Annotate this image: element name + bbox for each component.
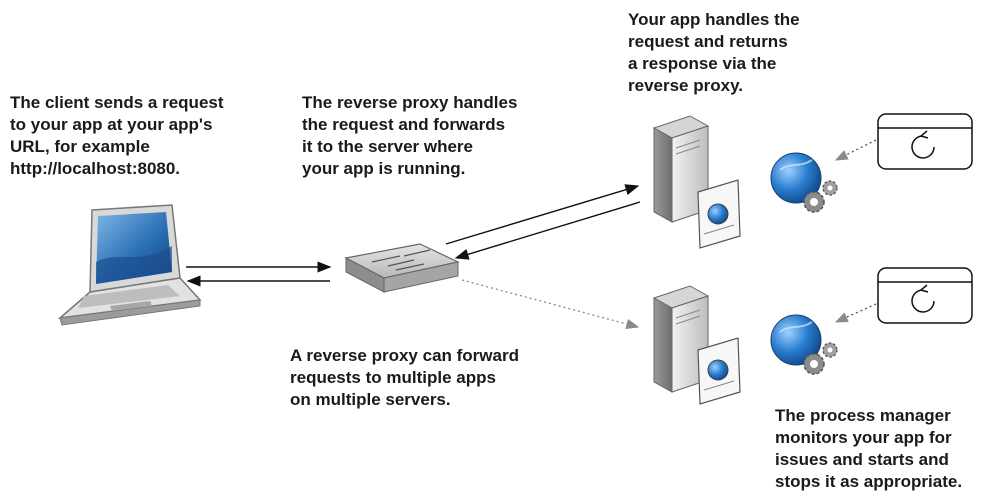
app-caption: Your app handles the request and returns… [628, 10, 800, 95]
multi-apps-caption: A reverse proxy can forward requests to … [290, 346, 519, 409]
process-manager-window-icon [877, 267, 973, 324]
process-manager-to-app-arrow [834, 139, 877, 161]
proxy-to-second-server-arrow [461, 279, 640, 330]
server-icon [652, 285, 741, 405]
app-globe-gears-icon [770, 314, 838, 375]
proxy-to-server-arrow [445, 184, 640, 245]
process-manager-to-app-arrow [834, 303, 877, 323]
server-icon [652, 115, 741, 249]
process-manager-window-icon [877, 113, 973, 170]
server-to-proxy-arrow [454, 201, 641, 260]
process-manager-caption: The process manager monitors your app fo… [775, 406, 963, 491]
app-globe-gears-icon [770, 152, 838, 213]
reverse-proxy-caption: The reverse proxy handles the request an… [302, 93, 518, 178]
laptop-icon [57, 204, 202, 326]
reverse-proxy-switch-icon [344, 243, 460, 293]
client-caption: The client sends a request to your app a… [10, 93, 224, 178]
